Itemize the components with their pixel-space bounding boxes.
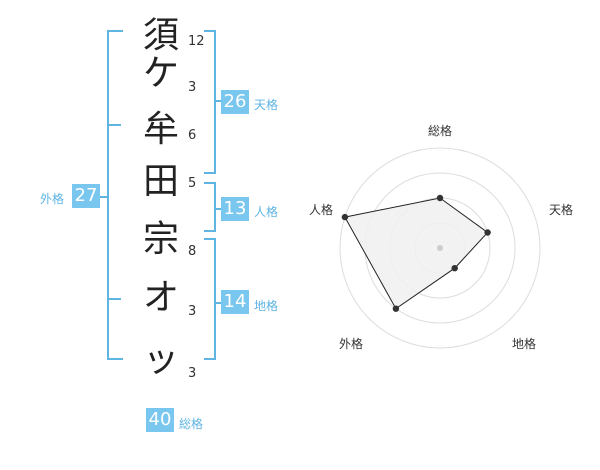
chikaku-label: 地格 [254,299,279,313]
stroke-count-2: 3 [188,80,197,95]
gaikaku-bracket-tick [107,298,121,300]
radar-ring [339,147,541,349]
jinkaku-bracket [204,182,216,232]
stroke-count-1: 12 [188,34,205,49]
tenkaku-label: 天格 [254,98,279,112]
name-char-1: 須 [142,15,179,56]
chikaku-value-badge: 14 [221,290,249,314]
tenkaku-value-badge: 26 [221,90,249,114]
radar-point-0 [436,194,444,202]
radar-axis-label-tenkaku: 天格 [549,203,574,217]
stroke-count-7: 3 [188,366,197,381]
gaikaku-bracket [107,30,123,360]
radar-axis-label-soukaku: 総格 [428,124,453,138]
stroke-count-4: 5 [188,176,197,191]
gaikaku-label: 外格 [40,192,65,206]
stroke-count-5: 8 [188,244,197,259]
stroke-count-6: 3 [188,304,197,319]
jinkaku-connector [214,208,222,210]
radar-point-4 [341,213,349,221]
gaikaku-connector [99,196,108,198]
gaikaku-bracket-tick [107,124,121,126]
chikaku-connector [214,302,222,304]
soukaku-value-badge: 40 [146,408,174,432]
name-char-5: 宗 [142,219,179,260]
tenkaku-connector [214,100,222,102]
radar-series-area [344,197,489,310]
radar-axis-label-jinkaku: 人格 [309,203,334,217]
name-char-6: オ [142,277,179,318]
name-char-4: 田 [142,161,179,202]
radar-center-point [437,245,443,251]
radar-axis-label-gaikaku: 外格 [339,337,364,351]
name-char-3: 牟 [142,109,179,150]
stroke-count-3: 6 [188,128,197,143]
name-char-2: ケ [142,53,179,94]
chikaku-bracket [204,238,216,360]
soukaku-label: 総格 [179,417,204,431]
radar-point-2 [451,265,458,272]
radar-point-1 [484,229,491,236]
radar-axis-label-chikaku: 地格 [512,337,537,351]
jinkaku-label: 人格 [254,205,279,219]
radar-point-3 [392,305,400,312]
gaikaku-value-badge: 27 [72,184,100,208]
tenkaku-bracket [204,30,216,174]
jinkaku-value-badge: 13 [221,197,249,221]
name-char-7: ッ [142,339,179,380]
